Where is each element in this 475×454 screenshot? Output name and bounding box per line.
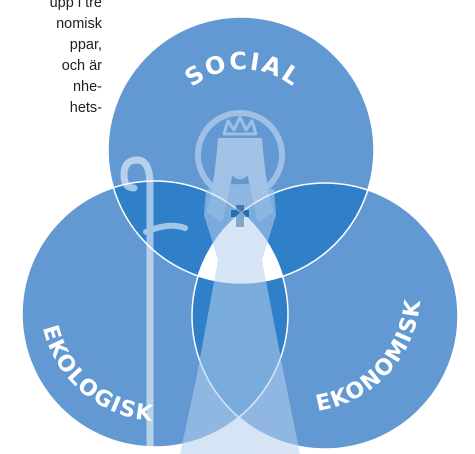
text-line: och är (61, 58, 102, 74)
text-line: nhe- (72, 79, 102, 95)
veil-icon (206, 138, 274, 222)
text-line: hets- (69, 100, 102, 116)
hand-icon (143, 222, 188, 235)
text-line: upp i tre (49, 0, 102, 11)
text-fragment: upp i tre nomisk ppar, och är nhe- hets- (0, 0, 102, 119)
crozier-icon (120, 156, 154, 454)
robe-icon (180, 184, 300, 454)
cross-bar-icon (231, 210, 249, 217)
text-line: nomisk (56, 16, 102, 32)
crown-icon (222, 115, 258, 136)
ekonomisk-circle-edge (191, 182, 459, 450)
ekologisk-circle-edge (21, 180, 289, 448)
text-line: ppar, (69, 37, 102, 53)
saint-figure-icon (120, 110, 300, 454)
